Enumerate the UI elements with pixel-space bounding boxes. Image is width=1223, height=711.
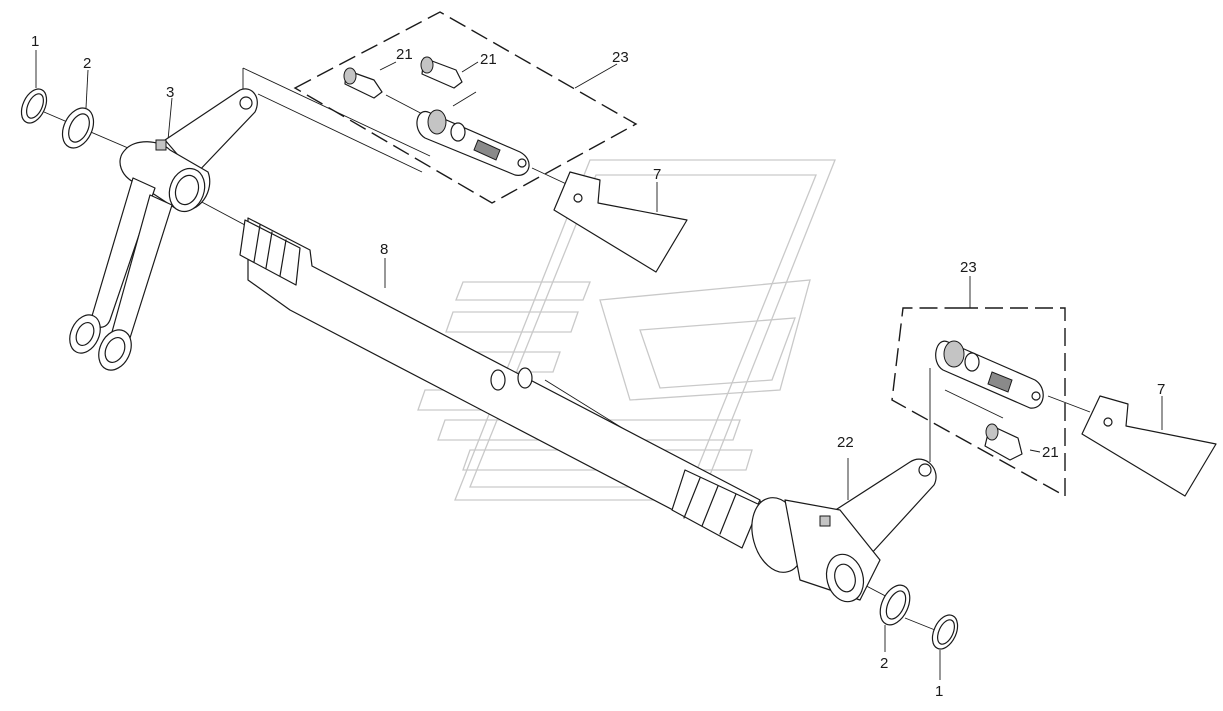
tab-plate-upper [553, 171, 688, 273]
callout-21-upper-left: 21 [396, 46, 413, 63]
callout-8: 8 [380, 241, 388, 258]
callout-3: 3 [166, 84, 174, 101]
splined-shaft [239, 217, 761, 549]
callout-22: 22 [837, 434, 854, 451]
assembly-box-lower [891, 307, 1066, 498]
washer-upper [61, 107, 95, 149]
snap-ring-lower [931, 614, 959, 650]
tab-plate-lower [1081, 395, 1217, 497]
callout-2-lower: 2 [880, 655, 888, 672]
callout-23-upper: 23 [612, 49, 629, 66]
lever-lower [751, 458, 937, 603]
callout-2-upper: 2 [83, 55, 91, 72]
lever-arm-assembly [69, 88, 258, 371]
callout-23-lower: 23 [960, 259, 977, 276]
callout-21-lower: 21 [1042, 444, 1059, 461]
leader-lines [35, 50, 1163, 680]
callout-labels: 1 2 3 21 21 23 7 8 23 22 7 21 2 1 [31, 33, 1165, 700]
pin-lower [984, 423, 1023, 461]
clevis-upper [416, 109, 530, 176]
callout-7-upper: 7 [653, 166, 661, 183]
washer-lower [879, 584, 911, 626]
callout-1-upper: 1 [31, 33, 39, 50]
assembly-box-upper [293, 11, 638, 204]
callout-1-lower: 1 [935, 683, 943, 700]
callout-7-lower: 7 [1157, 381, 1165, 398]
snap-ring-upper [20, 88, 48, 124]
callout-21-upper-right: 21 [480, 51, 497, 68]
pin-upper-left [343, 67, 383, 99]
pin-upper-right [420, 56, 463, 89]
clevis-lower [935, 340, 1044, 409]
